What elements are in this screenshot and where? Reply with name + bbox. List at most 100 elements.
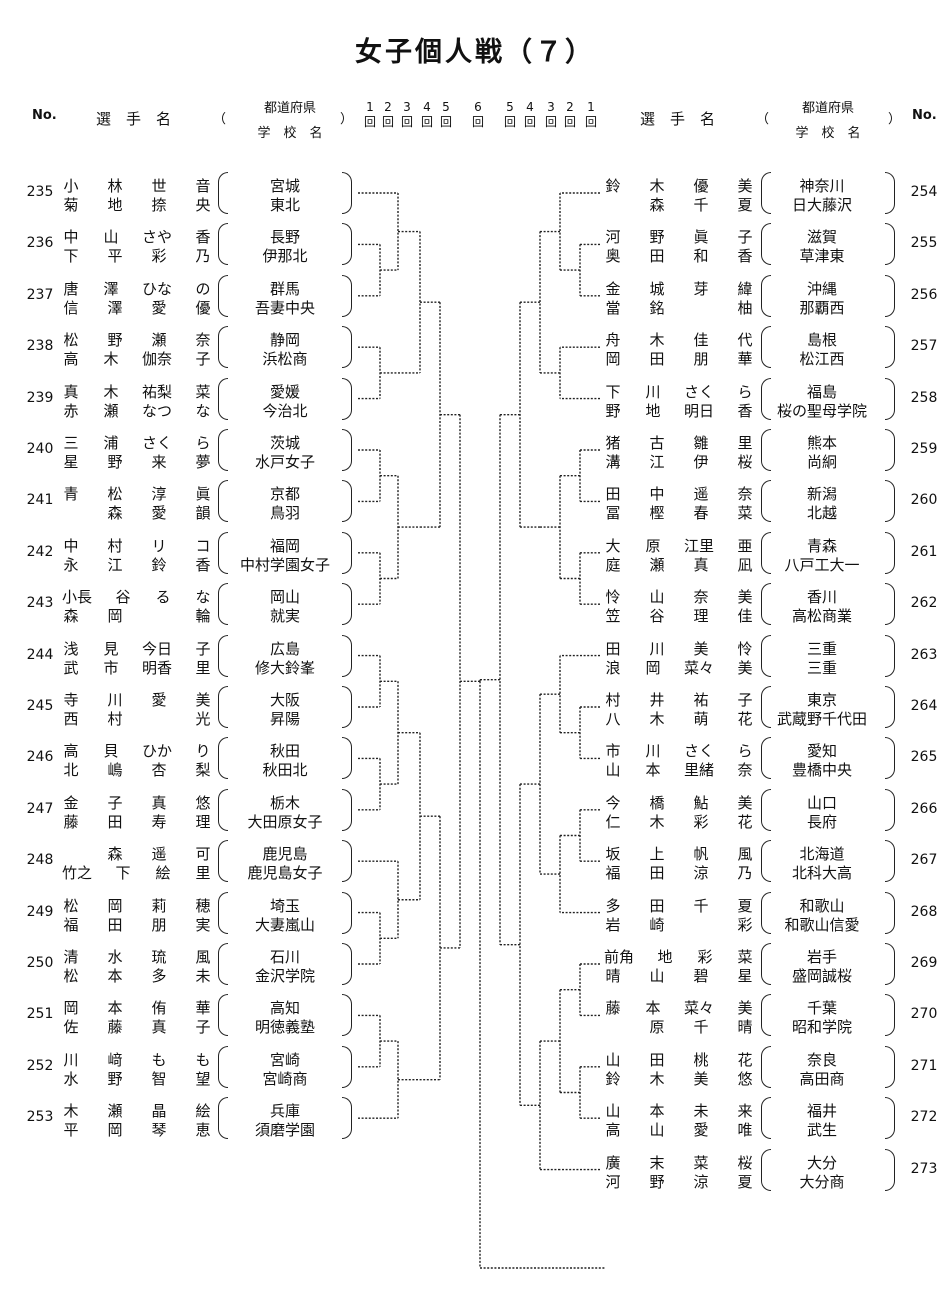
player-name-right: 河野眞子 bbox=[604, 226, 754, 247]
player-name-left: 福田朋実 bbox=[62, 914, 212, 934]
name-char: 菜 bbox=[737, 948, 753, 966]
prefecture-left: 高知 bbox=[269, 999, 300, 1018]
name-char: 彩 bbox=[737, 915, 753, 934]
name-char: 坂 bbox=[605, 845, 621, 864]
prefecture-right: 和歌山 bbox=[799, 896, 845, 915]
name-char: 子 bbox=[107, 793, 123, 812]
name-char: 萌 bbox=[693, 710, 709, 728]
name-char: 涼 bbox=[693, 1172, 709, 1191]
prefecture-left: 栃木 bbox=[269, 793, 300, 812]
player-no-right: 270 bbox=[910, 1006, 938, 1023]
name-char: 眞 bbox=[195, 485, 211, 504]
name-char: 芽 bbox=[693, 279, 709, 298]
school-left: 須磨学園 bbox=[254, 1121, 315, 1140]
name-char: 橋 bbox=[649, 793, 665, 812]
name-char: 美 bbox=[737, 999, 753, 1018]
name-char: 平 bbox=[107, 247, 123, 266]
player-name-left: 水野智望 bbox=[62, 1068, 212, 1088]
name-char: さく bbox=[141, 434, 172, 452]
player-name-left: 北嶋杏梨 bbox=[62, 759, 212, 780]
name-char: 藤 bbox=[107, 1018, 123, 1037]
name-char: 多 bbox=[605, 896, 621, 915]
name-char: 浅 bbox=[63, 639, 79, 658]
name-char: 仁 bbox=[605, 812, 621, 831]
name-char: 嶋 bbox=[107, 761, 123, 780]
name-char: 眞 bbox=[693, 228, 709, 247]
name-char: ら bbox=[737, 382, 753, 401]
player-name-left: 高貝ひかり bbox=[62, 740, 212, 761]
name-char: 當 bbox=[605, 298, 621, 317]
name-char: 未 bbox=[195, 967, 211, 985]
name-char: 佐 bbox=[63, 1018, 79, 1037]
player-name-right: 下川さくら bbox=[604, 381, 754, 401]
name-char: 桜 bbox=[737, 453, 753, 471]
player-name-right: 山本未来 bbox=[604, 1100, 754, 1121]
player-name-right: 田川美怜 bbox=[604, 638, 754, 658]
name-char: 夏 bbox=[737, 1172, 753, 1191]
name-char: 江里 bbox=[683, 536, 714, 555]
name-char: 美 bbox=[693, 639, 709, 658]
name-char: の bbox=[195, 279, 211, 298]
prefecture-left: 埼玉 bbox=[269, 896, 300, 915]
prefecture-right: 奈良 bbox=[806, 1050, 837, 1069]
header-open-paren-left: （ bbox=[213, 112, 227, 127]
bracket-paren-left bbox=[761, 377, 771, 420]
name-char: 福 bbox=[63, 915, 79, 934]
player-name-left: 中山さや香 bbox=[62, 226, 212, 246]
player-no-right: 256 bbox=[910, 286, 938, 303]
name-char: 井 bbox=[649, 691, 665, 709]
name-char: 遥 bbox=[151, 845, 167, 864]
header-pref-left: 都道府県 bbox=[263, 101, 316, 116]
name-char: 猪 bbox=[605, 434, 621, 452]
player-name-right: 山田桃花 bbox=[604, 1049, 754, 1069]
name-char: 村 bbox=[107, 710, 123, 728]
player-name-left: 木瀬晶絵 bbox=[62, 1100, 212, 1120]
name-char: 菊 bbox=[63, 196, 79, 214]
name-char: 林 bbox=[107, 177, 123, 195]
player-name-right: 溝江伊桜 bbox=[604, 451, 754, 471]
player-name-left: 信澤愛優 bbox=[62, 297, 212, 317]
player-name-left: 岡本侑華 bbox=[62, 997, 212, 1017]
name-char: 世 bbox=[151, 177, 167, 195]
player-no-left: 238 bbox=[26, 338, 54, 355]
player-no-left: 251 bbox=[26, 1006, 54, 1023]
name-char: 川 bbox=[645, 742, 661, 761]
school-left: 宮崎商 bbox=[262, 1069, 308, 1088]
name-char: 八 bbox=[605, 710, 621, 728]
prefecture-right: 熊本 bbox=[806, 434, 837, 452]
name-char: 鈴 bbox=[605, 1069, 621, 1088]
name-char: 川 bbox=[649, 639, 665, 658]
name-char: 凪 bbox=[737, 555, 753, 574]
prefecture-right: 大分 bbox=[806, 1153, 837, 1172]
name-char: 北 bbox=[63, 761, 79, 780]
name-char: 本 bbox=[649, 1102, 665, 1121]
name-char: 高 bbox=[63, 350, 79, 369]
name-char: 本 bbox=[107, 967, 123, 985]
name-char: 佳 bbox=[737, 607, 753, 626]
name-char: 江 bbox=[107, 555, 123, 574]
name-char: 木 bbox=[103, 382, 119, 401]
name-char: 鮎 bbox=[693, 793, 709, 812]
name-char: 市 bbox=[103, 658, 119, 677]
name-char: 鈴 bbox=[605, 177, 621, 195]
player-name-right: 多田千夏 bbox=[604, 895, 754, 915]
name-char: 貝 bbox=[103, 742, 119, 761]
name-char: 里 bbox=[737, 434, 753, 452]
player-name-right: 森千夏 bbox=[604, 194, 754, 214]
name-char: 野 bbox=[107, 453, 123, 471]
prefecture-right: 沖縄 bbox=[806, 279, 837, 298]
bracket-paren-left bbox=[218, 891, 228, 934]
school-right: 日大藤沢 bbox=[791, 196, 852, 214]
name-char: 穂 bbox=[195, 896, 211, 915]
name-char: 笠 bbox=[605, 607, 621, 626]
name-char: 奈 bbox=[737, 761, 753, 780]
school-right: 盛岡誠桜 bbox=[791, 967, 852, 985]
name-char: 央 bbox=[195, 196, 211, 214]
name-char: 多 bbox=[151, 967, 167, 985]
name-char: 藤 bbox=[63, 812, 79, 831]
